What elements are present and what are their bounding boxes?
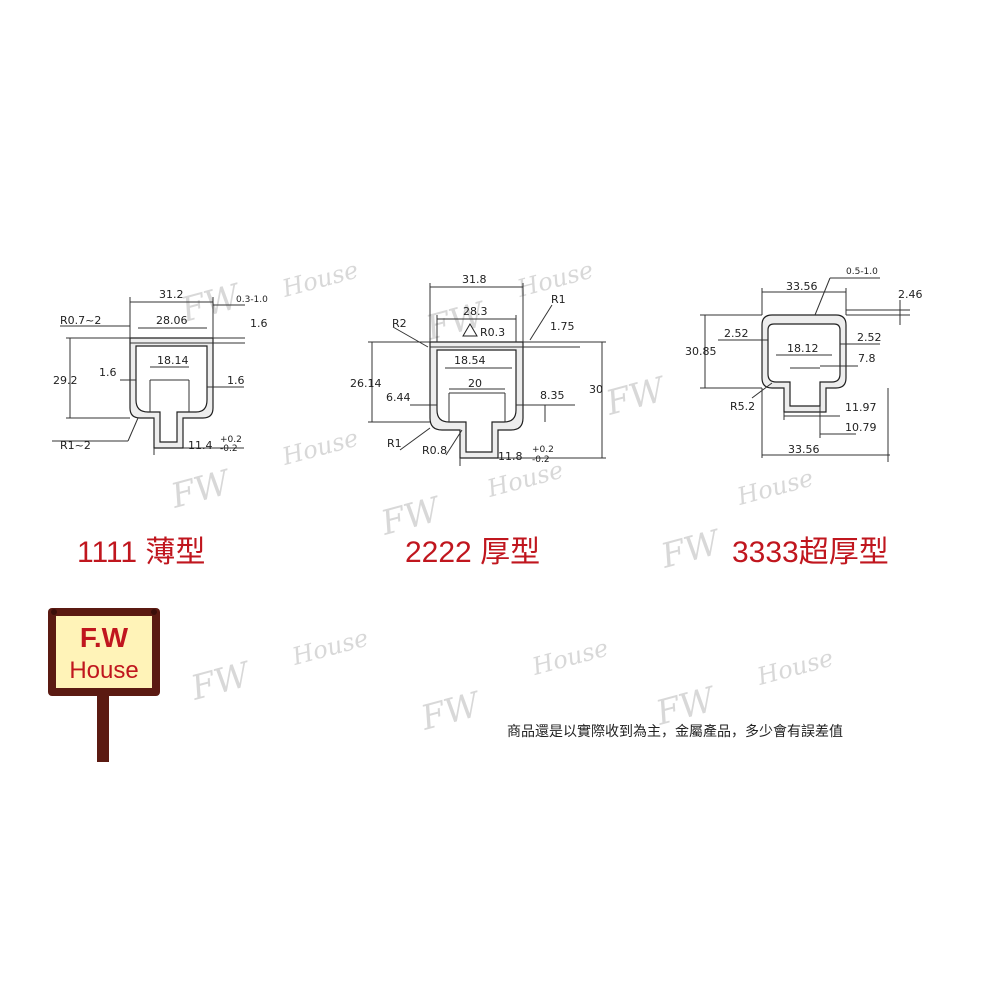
- watermark-house: House: [528, 634, 611, 681]
- watermark-fw: FW: [601, 369, 672, 424]
- dim-label: 1.75: [550, 320, 575, 333]
- disclaimer-note: 商品還是以實際收到為主，金屬產品，多少會有誤差值: [507, 723, 843, 740]
- dim-label: 31.8: [462, 273, 487, 286]
- dim-label: 7.8: [858, 352, 876, 365]
- dim-label: R1~2: [60, 439, 91, 452]
- dim-label: 11.97: [845, 401, 877, 414]
- dim-label: 0.3-1.0: [236, 295, 268, 305]
- dim-line: [529, 304, 553, 341]
- dim-label: 0.5-1.0: [846, 267, 878, 277]
- logo-pin: [151, 609, 157, 615]
- profile-outline-3333: [761, 314, 847, 413]
- dim-tolerance: -0.2: [532, 455, 550, 465]
- dim-label: 33.56: [786, 280, 818, 293]
- dim-label: 30.85: [685, 345, 717, 358]
- dim-label: 26.14: [350, 377, 382, 390]
- drawing-1111: 31.2 0.3-1.0 R0.7~2 28.06 1.6 18.14 1.6 …: [52, 288, 268, 455]
- dim-label: 10.79: [845, 421, 877, 434]
- dim-label: 28.3: [463, 305, 488, 318]
- watermark-fw: FW: [186, 654, 257, 709]
- dim-label: 18.54: [454, 354, 486, 367]
- dim-label: 1.6: [250, 317, 268, 330]
- dim-line: [127, 417, 139, 442]
- dim-label: R0.7~2: [60, 314, 101, 327]
- dim-label: 2.52: [857, 331, 882, 344]
- dim-label: 2.46: [898, 288, 923, 301]
- dim-label: 31.2: [159, 288, 184, 301]
- dim-line: [445, 429, 463, 456]
- dim-tolerance: +0.2: [220, 435, 242, 445]
- drawing-2222: 31.8 R1 R2 28.3 R0.3 1.75 18.54 26.14 30…: [350, 273, 606, 466]
- dim-label: 29.2: [53, 374, 78, 387]
- caption-1111: 1111 薄型: [77, 536, 205, 569]
- dim-label: 28.06: [156, 314, 188, 327]
- dim-line: [814, 277, 831, 316]
- caption-2222: 2222 厚型: [405, 536, 540, 569]
- dim-label: 6.44: [386, 391, 411, 404]
- dim-label: R2: [392, 317, 407, 330]
- dim-line: [399, 427, 431, 451]
- dim-label: 30: [589, 383, 603, 396]
- watermark-house: House: [483, 456, 566, 503]
- drawing-3333: 0.5-1.0 33.56 2.46 2.52 2.52 30.85 18.12…: [685, 267, 923, 462]
- watermark-fw: FW: [166, 462, 237, 517]
- watermark-fw: FW: [656, 522, 727, 577]
- dim-tolerance: +0.2: [532, 445, 554, 455]
- dim-label: 18.12: [787, 342, 819, 355]
- dim-label: 33.56: [788, 443, 820, 456]
- dim-label: 8.35: [540, 389, 565, 402]
- dim-line: [392, 326, 429, 348]
- watermark-house: House: [733, 464, 816, 511]
- watermark-fw: FW: [416, 684, 487, 739]
- watermark-house: House: [278, 256, 361, 303]
- dim-label: R0.8: [422, 444, 447, 457]
- dim-label: R0.3: [480, 326, 505, 339]
- logo-text-fw: F.W: [80, 622, 129, 653]
- dim-label: R1: [551, 293, 566, 306]
- dim-label: 11.4: [188, 439, 213, 452]
- logo-text-house: House: [69, 657, 138, 684]
- logo-board: [56, 616, 152, 688]
- warning-triangle-icon: [462, 323, 478, 337]
- watermark-house: House: [288, 624, 371, 671]
- dim-label: R1: [387, 437, 402, 450]
- dim-label: 1.6: [99, 366, 117, 379]
- dim-label: 11.8: [498, 450, 523, 463]
- dim-tolerance: -0.2: [220, 444, 238, 454]
- logo-post: [97, 690, 109, 762]
- watermark-fw: FW: [421, 294, 492, 349]
- watermark-house: House: [278, 424, 361, 471]
- dim-label: 20: [468, 377, 482, 390]
- logo-pin: [51, 609, 57, 615]
- fw-house-logo: F.W House: [48, 608, 160, 762]
- watermark-house: House: [753, 644, 836, 691]
- dim-label: 2.52: [724, 327, 749, 340]
- caption-3333: 3333超厚型: [732, 536, 889, 569]
- dim-label: 18.14: [157, 354, 189, 367]
- dim-label: 1.6: [227, 374, 245, 387]
- dim-label: R5.2: [730, 400, 755, 413]
